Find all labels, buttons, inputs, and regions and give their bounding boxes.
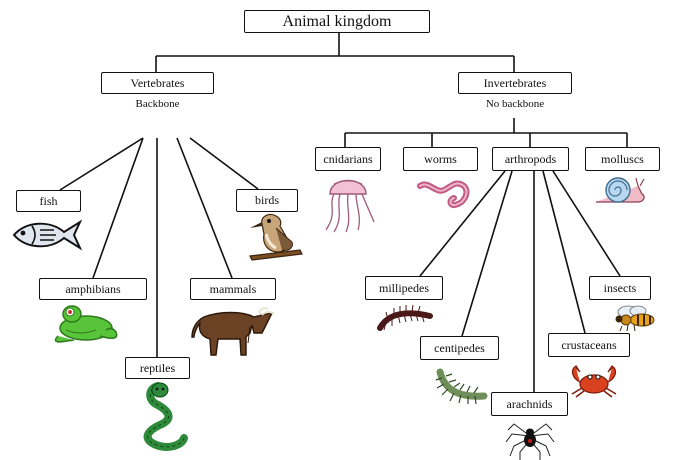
fish-icon: [10, 218, 82, 252]
spider-icon: [504, 416, 556, 460]
cnidarians-box: cnidarians: [315, 147, 381, 171]
arachnids-label: arachnids: [507, 397, 553, 412]
mammals-label: mammals: [210, 282, 257, 297]
worm-icon: [414, 176, 472, 216]
reptiles-box: reptiles: [125, 357, 190, 379]
millipedes-label: millipedes: [379, 281, 429, 296]
invertebrates-label: Invertebrates: [484, 76, 547, 91]
arthropods-box: arthropods: [492, 147, 569, 171]
worms-label: worms: [424, 152, 457, 167]
frog-icon: [50, 302, 122, 344]
root-label: Animal kingdom: [283, 13, 392, 31]
bee-icon: [610, 302, 660, 332]
centipede-icon: [434, 364, 490, 404]
vertebrates-box: Vertebrates: [101, 72, 214, 94]
cnidarians-label: cnidarians: [323, 152, 372, 167]
vertebrates-label: Vertebrates: [131, 76, 185, 91]
millipede-icon: [374, 304, 436, 334]
kookaburra-icon: [246, 212, 304, 262]
worms-box: worms: [403, 147, 478, 171]
root-animal-kingdom: Animal kingdom: [244, 10, 430, 33]
insects-box: insects: [589, 276, 651, 300]
centipedes-label: centipedes: [434, 341, 485, 356]
invertebrates-note: No backbone: [458, 98, 572, 110]
jellyfish-icon: [316, 172, 380, 234]
snake-icon: [134, 382, 190, 454]
ox-icon: [190, 303, 276, 359]
vertebrates-note: Backbone: [101, 98, 214, 110]
birds-box: birds: [236, 189, 298, 212]
crab-icon: [566, 362, 622, 398]
amphibians-box: amphibians: [39, 278, 147, 300]
fish-box: fish: [16, 190, 81, 212]
crustaceans-label: crustaceans: [561, 338, 616, 353]
snail-icon: [594, 174, 648, 206]
millipedes-box: millipedes: [365, 276, 443, 300]
molluscs-box: molluscs: [585, 147, 660, 171]
insects-label: insects: [604, 281, 637, 296]
arthropods-label: arthropods: [505, 152, 556, 167]
fish-label: fish: [40, 194, 58, 209]
molluscs-label: molluscs: [601, 152, 644, 167]
amphibians-label: amphibians: [65, 282, 120, 297]
reptiles-label: reptiles: [140, 361, 175, 376]
invertebrates-box: Invertebrates: [458, 72, 572, 94]
crustaceans-box: crustaceans: [548, 333, 630, 357]
mammals-box: mammals: [190, 278, 276, 300]
birds-label: birds: [255, 193, 279, 208]
centipedes-box: centipedes: [420, 336, 499, 360]
arachnids-box: arachnids: [491, 392, 568, 416]
